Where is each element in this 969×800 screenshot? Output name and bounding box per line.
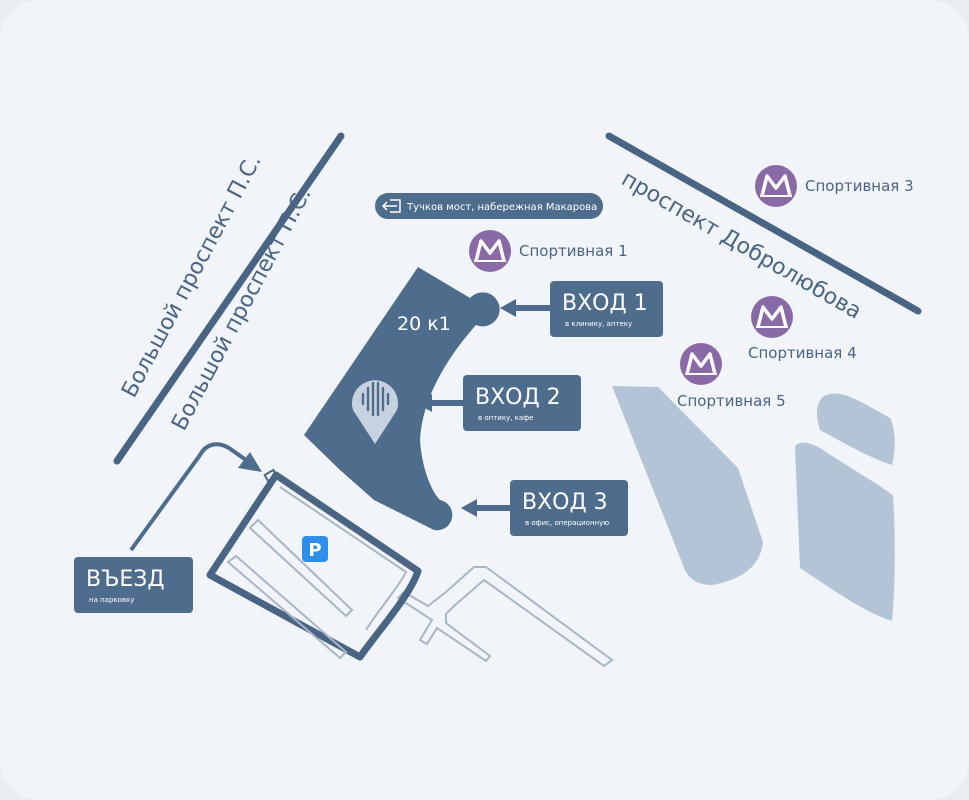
exit-arrow-icon (381, 199, 401, 213)
building-20k1[interactable]: 20 к1 (304, 267, 500, 531)
neighbor-buildings (612, 386, 895, 621)
entrance-2-title: ВХОД 2 (475, 385, 561, 410)
metro-station-3[interactable]: Спортивная 3 (755, 165, 914, 207)
walkway-outline (396, 566, 614, 668)
metro-label-5: Спортивная 5 (677, 392, 786, 410)
direction-sign-text: Тучков мост, набережная Макарова (406, 202, 597, 213)
entrance-3-arrow (461, 499, 511, 517)
road-bolshoy (113, 132, 345, 465)
walkways (396, 566, 614, 668)
entrance-1-title: ВХОД 1 (562, 291, 648, 316)
entrance-1-arrow (500, 299, 551, 317)
metro-station-5[interactable]: Спортивная 5 (677, 343, 786, 410)
parking-outline (206, 471, 422, 661)
parking-lanes (226, 486, 408, 660)
vehicle-entry-tag[interactable]: ВЪЕЗД на парковку (74, 557, 193, 613)
entrance-3-title: ВХОД 3 (522, 490, 608, 515)
neighbor-building-3 (795, 442, 895, 621)
location-pin-icon (352, 380, 398, 444)
building-label: 20 к1 (397, 313, 451, 335)
metro-label-1: Спортивная 1 (519, 242, 628, 260)
parking-label: P (308, 540, 321, 561)
metro-station-1[interactable]: Спортивная 1 (469, 230, 628, 272)
vehicle-entry-title: ВЪЕЗД (86, 567, 165, 592)
parking-lot: P (206, 468, 422, 661)
direction-sign-bg (375, 193, 603, 219)
metro-label-4: Спортивная 4 (748, 344, 857, 362)
parking-gate (263, 468, 280, 485)
entrance-1-subtitle: в клинику, аптеку (565, 320, 632, 328)
building-shape (304, 267, 500, 531)
neighbor-building-2 (816, 393, 895, 465)
neighbor-building-1 (612, 386, 763, 585)
direction-sign[interactable]: Тучков мост, набережная Макарова (375, 193, 603, 219)
roads (113, 132, 922, 465)
metro-icon (751, 296, 793, 338)
entrance-2-subtitle: в оптику, кафе (478, 414, 533, 422)
parking-entry-arrow (129, 442, 248, 552)
entrance-3-tag[interactable]: ВХОД 3 в офис, операционную (510, 480, 628, 536)
metro-icon (755, 165, 797, 207)
metro-label-3: Спортивная 3 (805, 177, 914, 195)
metro-station-4[interactable]: Спортивная 4 (748, 296, 857, 362)
metro-icon (469, 230, 511, 272)
vehicle-entry-subtitle: на парковку (89, 596, 134, 604)
parking-entry-arrowhead (238, 452, 262, 472)
road-dobrolyubova (605, 132, 922, 315)
entrance-2-tag[interactable]: ВХОД 2 в оптику, кафе (463, 375, 581, 431)
entrance-1-tag[interactable]: ВХОД 1 в клинику, аптеку (550, 281, 663, 337)
metro-icon (680, 343, 722, 385)
entrance-2-arrow (416, 394, 463, 412)
entrance-3-subtitle: в офис, операционную (525, 519, 609, 527)
parking-badge (302, 536, 328, 562)
entrance-arrows (129, 299, 551, 552)
